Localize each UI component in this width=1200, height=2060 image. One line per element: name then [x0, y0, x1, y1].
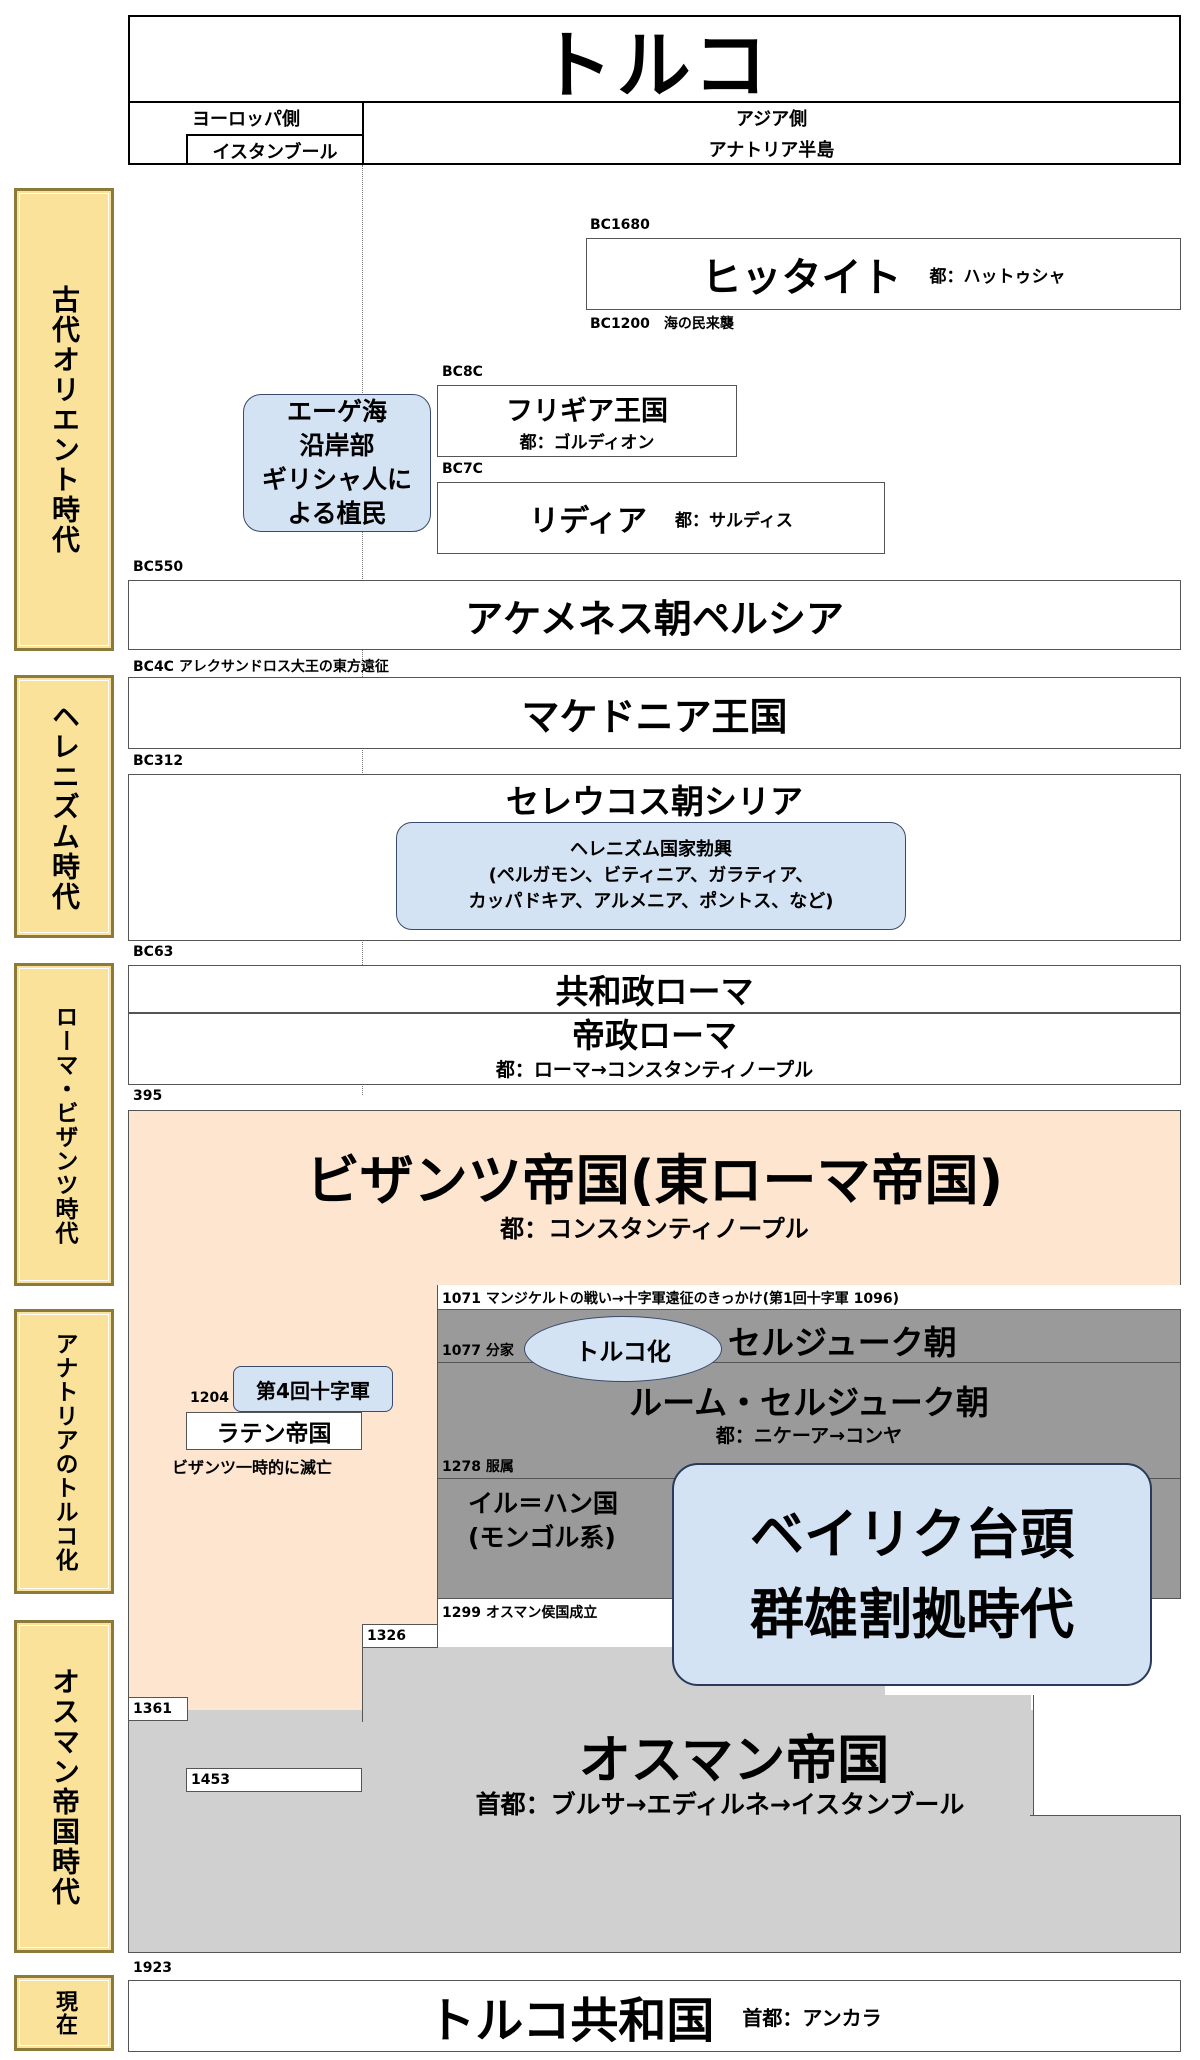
- europe-side-label: ヨーロッパ側: [192, 109, 300, 130]
- manzikert-note: 1071 マンジケルトの戦い→十字軍遠征のきっかけ(第1回十字軍 1096): [442, 1291, 899, 1307]
- macedonia-year-note: BC4C アレクサンドロス大王の東方遠征: [133, 659, 389, 675]
- era-ancient-orient-label: 古代オリエント時代: [48, 284, 81, 555]
- seljuk-split-note: 1077 分家: [442, 1343, 514, 1359]
- era-turkification-label: アナトリアのトルコ化: [51, 1331, 77, 1572]
- hittite-box: ヒッタイト 都：ハットゥシャ: [586, 238, 1181, 310]
- ottoman-founding-note: 1299 オスマン侯国成立: [442, 1605, 598, 1621]
- latin-empire-box: ラテン帝国: [186, 1412, 362, 1450]
- hellenistic-states-box: ヘレニズム国家勃興 (ペルガモン、ビティニア、ガラティア、 カッパドキア、アルメ…: [396, 822, 906, 930]
- lydia-capital: 都：サルディス: [675, 510, 793, 531]
- phrygia-box: フリギア王国 都：ゴルディオン: [437, 385, 737, 457]
- ottoman-region-1326: [362, 1647, 440, 1722]
- era-rome-byzantine: ローマ・ビザンツ時代: [14, 963, 114, 1286]
- ilkhan-line-1: イル＝ハン国: [468, 1489, 619, 1518]
- lydia-year: BC7C: [442, 461, 483, 477]
- header-divider: [128, 101, 1181, 103]
- latin-note: ビザンツ一時的に滅亡: [172, 1458, 333, 1477]
- imperial-rome-capital: 都：ローマ→コンスタンティノープル: [495, 1058, 814, 1081]
- ottoman-white-1299: [437, 1599, 667, 1645]
- republic-name: トルコ共和国: [427, 1993, 715, 2049]
- latin-year: 1204: [190, 1390, 229, 1406]
- ottoman-region-1361: [128, 1720, 188, 1740]
- hittite-capital: 都：ハットゥシャ: [929, 266, 1066, 287]
- year-1326-label: 1326: [362, 1624, 438, 1648]
- asia-side-label: アジア側: [735, 109, 808, 130]
- republic-rome-name: 共和政ローマ: [555, 972, 754, 1011]
- aegean-line-4: よる植民: [287, 499, 387, 528]
- turkification-ellipse: トルコ化: [524, 1316, 722, 1382]
- aegean-line-2: 沿岸部: [299, 431, 375, 460]
- lydia-name: リディア: [529, 504, 648, 539]
- era-present: 現在: [14, 1975, 114, 2051]
- imperial-rome-box: 帝政ローマ 都：ローマ→コンスタンティノープル: [128, 1013, 1181, 1085]
- era-rome-byzantine-label: ローマ・ビザンツ時代: [51, 1004, 77, 1245]
- ilkhan-line-2: (モンゴル系): [468, 1523, 616, 1552]
- era-ancient-orient: 古代オリエント時代: [14, 188, 114, 651]
- year-1361-label: 1361: [128, 1697, 188, 1721]
- aegean-line-3: ギリシャ人に: [261, 465, 412, 494]
- seleucid-year: BC312: [133, 753, 184, 769]
- page-title: トルコ: [538, 22, 772, 109]
- aegean-colonization-box: エーゲ海 沿岸部 ギリシャ人に よる植民: [243, 394, 431, 532]
- republic-capital: 首都：アンカラ: [742, 2005, 882, 2030]
- fourth-crusade-box: 第4回十字軍: [233, 1366, 393, 1412]
- beylik-box: ベイリク台頭 群雄割拠時代: [672, 1463, 1152, 1686]
- byzantine-year: 395: [133, 1088, 163, 1104]
- seleucid-name: セレウコス朝シリア: [506, 782, 803, 821]
- aegean-line-1: エーゲ海: [286, 397, 387, 426]
- ottoman-region-east-fill: [1030, 1816, 1181, 1820]
- era-ottoman: オスマン帝国時代: [14, 1620, 114, 1953]
- hellenistic-note-1: ヘレニズム国家勃興: [570, 839, 732, 860]
- ilkhan-subjugation-note: 1278 服属: [442, 1459, 514, 1475]
- macedonia-box: マケドニア王国: [128, 677, 1181, 749]
- hittite-name: ヒッタイト: [701, 255, 902, 301]
- byzantine-region: [128, 1110, 1181, 1285]
- ottoman-capital: 首都：ブルサ→エディルネ→イスタンブール: [475, 1790, 965, 1819]
- phrygia-year: BC8C: [442, 364, 483, 380]
- era-hellenism-label: ヘレニズム時代: [48, 701, 81, 912]
- byzantine-capital: 都：コンスタンティノープル: [500, 1214, 809, 1243]
- era-present-label: 現在: [52, 1990, 77, 2036]
- persia-box: アケメネス朝ペルシア: [128, 580, 1181, 650]
- hellenistic-note-2: (ペルガモン、ビティニア、ガラティア、: [488, 865, 814, 886]
- era-turkification: アナトリアのトルコ化: [14, 1309, 114, 1594]
- ottoman-region-east: [1030, 1815, 1181, 1816]
- imperial-rome-name: 帝政ローマ: [572, 1015, 737, 1055]
- header-split-line: [362, 101, 364, 165]
- macedonia-name: マケドニア王国: [521, 694, 788, 739]
- header-box: [128, 15, 1181, 165]
- byzantine-name: ビザンツ帝国(東ローマ帝国): [305, 1148, 1004, 1212]
- hittite-end-note: BC1200 海の民来襲: [590, 316, 734, 332]
- rum-seljuk-divider: [437, 1362, 1181, 1363]
- phrygia-capital: 都：ゴルディオン: [519, 433, 655, 453]
- beylik-line-2: 群雄割拠時代: [750, 1582, 1074, 1646]
- hittite-start-year: BC1680: [590, 217, 650, 233]
- ottoman-name: オスマン帝国: [578, 1730, 890, 1791]
- era-ottoman-label: オスマン帝国時代: [48, 1666, 81, 1907]
- era-hellenism: ヘレニズム時代: [14, 675, 114, 938]
- rum-seljuk-capital: 都：ニケーア→コンヤ: [715, 1424, 903, 1447]
- persia-year: BC550: [133, 559, 184, 575]
- phrygia-name: フリギア王国: [506, 396, 668, 427]
- republic-rome-year: BC63: [133, 944, 174, 960]
- seljuk-name: セルジューク朝: [728, 1323, 957, 1362]
- republic-year: 1923: [133, 1960, 172, 1976]
- ottoman-region-1453: [186, 1790, 440, 1810]
- year-1453-label: 1453: [186, 1768, 362, 1792]
- hellenistic-note-3: カッパドキア、アルメニア、ポントス、など): [468, 891, 834, 912]
- persia-name: アケメネス朝ペルシア: [465, 596, 844, 641]
- beylik-line-1: ベイリク台頭: [750, 1502, 1074, 1566]
- republic-box: トルコ共和国 首都：アンカラ: [128, 1980, 1181, 2052]
- anatolia-label: アナトリア半島: [708, 140, 835, 161]
- istanbul-label: イスタンブール: [186, 134, 362, 165]
- lydia-box: リディア 都：サルディス: [437, 482, 885, 554]
- republic-rome-box: 共和政ローマ: [128, 965, 1181, 1013]
- ottoman-white-step: [1033, 1695, 1181, 1815]
- rum-seljuk-name: ルーム・セルジューク朝: [629, 1383, 989, 1422]
